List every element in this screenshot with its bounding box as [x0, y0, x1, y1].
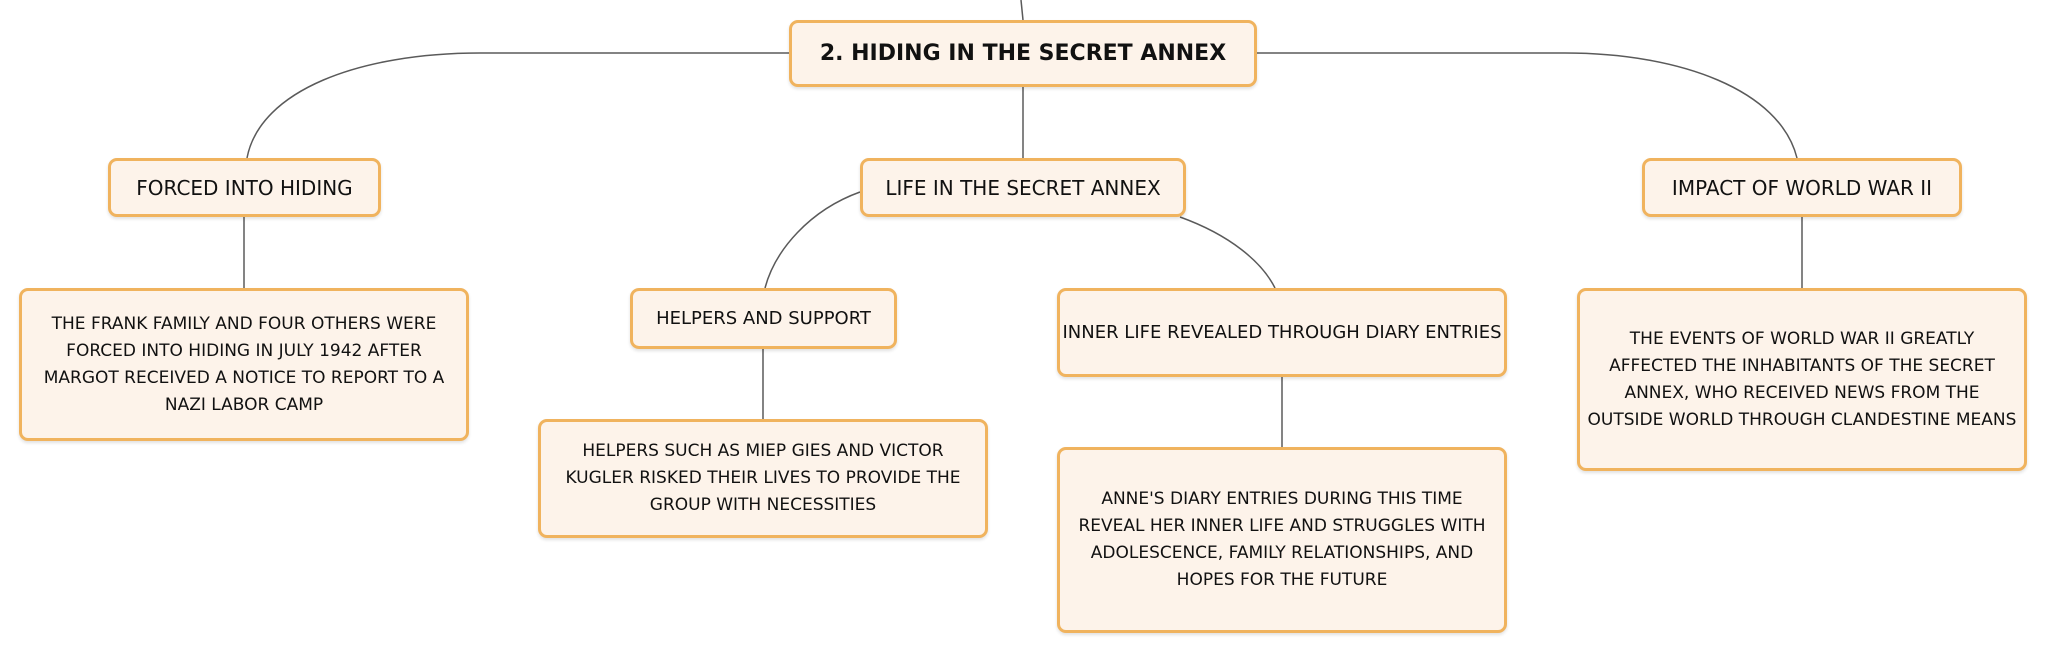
detail-text: THE FRANK FAMILY AND FOUR OTHERS WERE FO… [43, 313, 445, 415]
detail-node-forced-into-hiding[interactable]: THE FRANK FAMILY AND FOUR OTHERS WERE FO… [19, 288, 469, 441]
connector-life-to-inner-life [1179, 216, 1276, 289]
detail-text: ANNE'S DIARY ENTRIES DURING THIS TIME RE… [1078, 489, 1486, 590]
topic-label: FORCED INTO HIDING [136, 175, 353, 200]
topic-node-impact-of-world-war-ii[interactable]: IMPACT OF WORLD WAR II [1642, 158, 1962, 217]
detail-text: THE EVENTS OF WORLD WAR II GREATLY AFFEC… [1587, 328, 2017, 430]
detail-text: HELPERS SUCH AS MIEP GIES AND VICTOR KUG… [565, 441, 961, 515]
connector-root-to-forced-into-hiding [246, 52, 789, 159]
subtopic-node-helpers-and-support[interactable]: HELPERS AND SUPPORT [630, 288, 897, 349]
detail-node-inner-life[interactable]: ANNE'S DIARY ENTRIES DURING THIS TIME RE… [1057, 447, 1507, 633]
root-topic-node[interactable]: 2. HIDING IN THE SECRET ANNEX [789, 20, 1257, 87]
connector-life-to-helpers [764, 191, 861, 289]
subtopic-label: INNER LIFE REVEALED THROUGH DIARY ENTRIE… [1062, 322, 1502, 343]
topic-node-life-in-secret-annex[interactable]: LIFE IN THE SECRET ANNEX [860, 158, 1186, 217]
detail-node-helpers[interactable]: HELPERS SUCH AS MIEP GIES AND VICTOR KUG… [538, 419, 988, 538]
topic-label: IMPACT OF WORLD WAR II [1671, 175, 1933, 200]
root-topic-label: 2. HIDING IN THE SECRET ANNEX [819, 41, 1227, 66]
detail-node-impact-of-world-war-ii[interactable]: THE EVENTS OF WORLD WAR II GREATLY AFFEC… [1577, 288, 2027, 471]
connector-root-to-impact-ww2 [1257, 52, 1798, 159]
topic-label: LIFE IN THE SECRET ANNEX [885, 175, 1161, 200]
subtopic-label: HELPERS AND SUPPORT [656, 308, 871, 329]
subtopic-node-inner-life[interactable]: INNER LIFE REVEALED THROUGH DIARY ENTRIE… [1057, 288, 1507, 377]
topic-node-forced-into-hiding[interactable]: FORCED INTO HIDING [108, 158, 381, 217]
connector-to-parent [1020, 0, 1024, 21]
